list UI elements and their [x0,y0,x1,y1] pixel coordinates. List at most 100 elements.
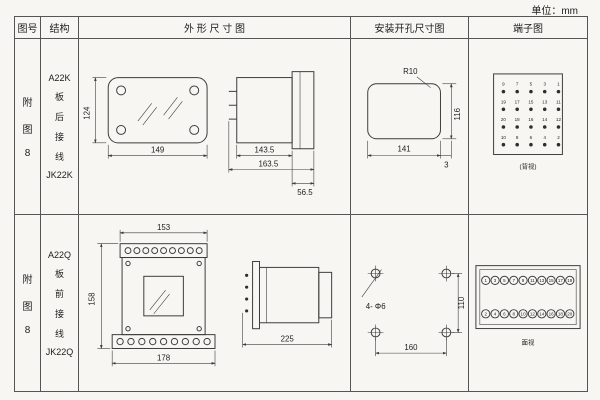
row1-outline-drawing: 124 149 143.5 163.5 [82,70,314,197]
fig-char: 图 [22,301,33,313]
structure-line: A22K [48,73,71,83]
row2-front-view: 153 158 178 [87,223,216,367]
svg-text:19: 19 [501,99,507,104]
hatch-marks [149,289,170,315]
svg-text:18: 18 [515,117,521,122]
header-install: 安装开孔尺寸图 [351,17,469,39]
row2-install-drawing: 4- Φ6 110 160 [361,265,466,357]
hole-leader [361,269,382,298]
svg-text:11: 11 [556,99,561,104]
row1-outline-cell: 124 149 143.5 163.5 [79,39,351,215]
row2-fig-no: 附 图 8 [15,215,41,391]
mounting-holes [367,265,454,341]
unit-label: 单位：mm [531,6,578,17]
row1-front-view: 124 149 [82,76,208,159]
svg-text:17: 17 [558,278,564,283]
svg-text:5: 5 [503,278,506,283]
svg-text:7: 7 [516,81,519,86]
row2-outline-cell: 153 158 178 225 [79,215,351,391]
row2-outline-drawing: 153 158 178 225 [87,223,332,367]
svg-text:1: 1 [484,278,487,283]
header-fig-no: 图号 [15,17,41,39]
dim-front-width: 149 [151,145,165,154]
dim-bottom-width: 178 [157,353,171,362]
svg-text:6: 6 [530,134,533,139]
dim-hole-height: 110 [457,296,466,309]
hatch-marks [137,96,183,125]
fig-char: 8 [24,324,31,336]
header-terminal: 端子图 [469,17,587,39]
svg-text:16: 16 [528,117,534,122]
dim-side-depth3: 56.5 [297,188,313,197]
structure-line: 板 [54,268,64,279]
structure-line: 接 [54,308,64,319]
structure-line: A22Q [47,249,71,260]
svg-text:15: 15 [528,99,534,104]
structure-line: JK22K [46,170,73,180]
row2-install-cell: 4- Φ6 110 160 [351,215,469,391]
dim-side-length: 225 [280,335,294,344]
header-outline: 外 形 尺 寸 图 [79,17,351,39]
dim-side-depth2: 163.5 [258,159,278,168]
svg-text:8: 8 [512,312,515,317]
svg-text:10: 10 [521,312,527,317]
svg-text:3: 3 [494,278,497,283]
svg-text:6: 6 [503,312,506,317]
dim-cutout-height: 116 [453,107,462,120]
header-structure: 结构 [41,17,79,39]
svg-text:20: 20 [567,312,573,317]
row1-install-drawing: R10 116 141 3 [366,66,462,169]
structure-line: JK22Q [45,346,74,357]
dim-edge-gap: 3 [444,160,449,169]
svg-text:15: 15 [549,278,555,283]
fig-char: 附 [22,274,33,286]
dim-radius: R10 [403,66,418,75]
dim-hole-width: 160 [404,343,418,352]
fig-char: 图 [22,125,33,136]
fig-char: 附 [22,98,33,109]
svg-text:17: 17 [515,99,521,104]
fig-char: 8 [24,148,31,159]
dim-front-height: 124 [82,105,91,119]
terminal-studs [228,90,237,120]
structure-line: 板 [54,92,64,102]
row2-side-view: 225 [241,260,332,348]
dim-front-height: 158 [87,292,96,306]
row2-structure: A22Q 板 前 接 线 JK22Q [41,215,79,391]
svg-text:13: 13 [542,99,548,104]
structure-line: 接 [54,132,64,142]
dim-hole-label: 4- Φ6 [365,302,385,311]
svg-text:7: 7 [512,278,515,283]
svg-text:14: 14 [539,312,545,317]
svg-text:9: 9 [502,81,505,86]
terminal-dots [501,89,561,146]
svg-text:19: 19 [567,278,573,283]
radius-leader [416,76,431,88]
svg-text:2: 2 [557,134,560,139]
svg-text:20: 20 [501,117,507,122]
view-label: (背视) [520,161,537,170]
dim-side-depth1: 143.5 [254,145,274,154]
structure-line: 前 [54,288,64,299]
structure-line: 线 [54,328,64,339]
svg-text:4: 4 [494,312,497,317]
svg-text:10: 10 [501,134,507,139]
dim-cutout-width: 141 [397,144,410,153]
svg-text:12: 12 [530,312,536,317]
svg-text:9: 9 [522,278,525,283]
svg-text:18: 18 [558,312,564,317]
view-label: 面视 [522,337,535,346]
svg-text:12: 12 [556,117,562,122]
svg-text:2: 2 [484,312,487,317]
row1-install-cell: R10 116 141 3 [351,39,469,215]
svg-text:13: 13 [539,278,545,283]
structure-line: 后 [54,112,64,122]
